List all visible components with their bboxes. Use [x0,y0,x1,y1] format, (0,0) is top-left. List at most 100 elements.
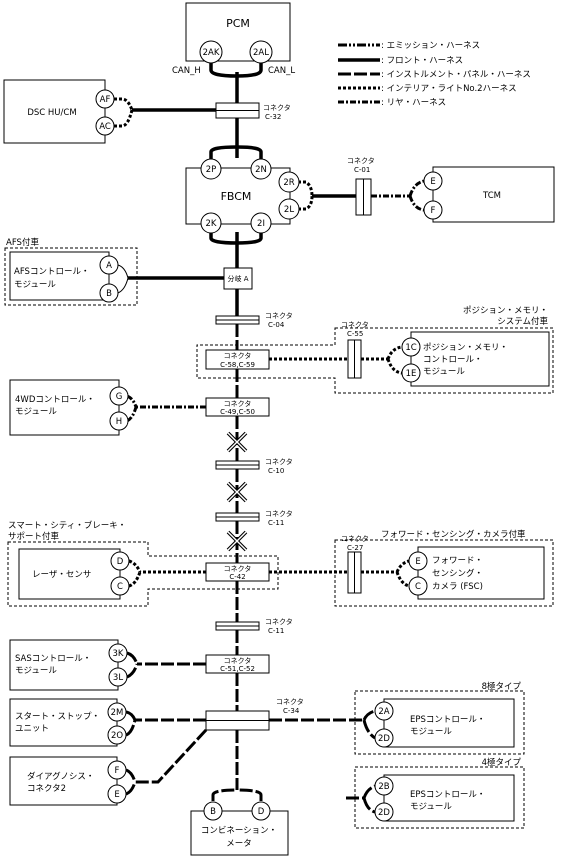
sss-pin-2o-label: 2O [111,731,123,741]
4wd-label-line1: 4WDコントロール・ [15,395,95,405]
connector-c42 [205,562,270,582]
connector-c34-code: C-34 [283,707,300,715]
fbcm-pin-2n [250,158,272,180]
4wd-label-line2: モジュール [15,407,57,417]
fbcm-2p-wire [209,145,238,160]
connector-c51-word: コネクタ [224,656,252,665]
eps8-pin-2d-label: 2D [378,734,390,744]
pcm-pin-2al [249,40,273,64]
eps4-pin-2b [374,776,394,796]
connector-c58-code: C-58,C-59 [220,361,255,369]
connector-c58-word: コネクタ [224,351,252,360]
afs-pin-b [99,283,119,303]
sas-3l-wire [126,663,139,679]
legend-rear-label: : リヤ・ハーネス [381,98,446,108]
sas-pin-3l [108,667,128,687]
legend-instrument-label: : インストルメント・パネル・ハーネス [381,70,531,80]
connector-c10-word: コネクタ [265,457,293,466]
can-h-label: CAN_H [172,66,201,76]
connector-c49-word: コネクタ [224,399,252,408]
afs-a-wire [117,264,129,279]
connector-c11-lower-code: C-11 [268,627,284,635]
connector-c27-word: コネクタ [341,534,369,543]
posmem-pin-1c-label: 1C [405,343,416,353]
eps4-group-outline [354,766,525,829]
eps8-group-outline [354,690,525,755]
posmem-group-label-line2: システム付車 [497,316,548,327]
posmem-label-line2: コントロール・ [423,355,483,365]
connector-c55-code: C-55 [347,330,363,338]
eps8-label-line2: モジュール [410,727,452,737]
meter-pin-d [251,801,271,821]
meter-pin-d-label: D [258,807,265,817]
diag-pin-f-label: F [115,766,120,776]
fsc-c-wire [395,571,410,588]
tcm-f-wire [408,195,425,212]
sss-pin-2o [107,725,127,745]
eps4-box [383,774,515,822]
meter-pin-b [203,801,223,821]
legend-emission-label: : エミッション・ハーネス [381,41,480,51]
connector-c04-word: コネクタ [265,311,293,320]
eps8-2a-wire [362,709,376,721]
sss-2o-wire [125,719,137,737]
eps8-type-label: 8極タイプ [482,681,522,692]
sas-pin-3k-label: 3K [113,649,124,659]
laser-pin-c-label: C [117,582,123,592]
connector-c49-code: C-49,C-50 [220,408,255,416]
fbcm-pin-2n-label: 2N [255,165,267,175]
connector-c01-code: C-01 [354,166,370,174]
fbcm-pin-2k [200,212,222,234]
sss-label-line1: スタート・ストップ・ [15,712,100,722]
connector-c11-upper-code: C-11 [268,519,284,527]
eps4-pin-2b-label: 2B [378,782,389,792]
posmem-label-line1: ポジション・メモリ・ [423,343,508,353]
fsc-pin-c-label: C [415,582,421,592]
dsc-pin-ac [95,116,115,136]
4wd-pin-g [109,386,129,406]
meter-b-wire [211,788,238,801]
afs-pin-a [99,255,119,275]
fsc-pin-c [408,576,428,596]
sss-label-line2: ユニット [15,724,49,734]
diag-pin-f [107,760,127,780]
connector-c42-code: C-42 [229,573,245,581]
connector-c49-c50 [205,397,270,417]
laser-sensor-box [18,548,121,600]
diag-label-line2: コネクタ2 [27,784,66,794]
laser-d-wire [128,559,142,573]
diag-pin-e-label: E [114,790,119,800]
afs-group-outline [4,247,138,306]
fbcm-2r-wire [298,180,314,197]
eps4-label-line2: モジュール [410,802,452,812]
4wd-pin-g-label: G [116,392,123,402]
cut-mark-2 [226,481,248,503]
sas-pin-3l-label: 3L [113,673,123,683]
eps8-pin-2a-label: 2A [378,707,389,717]
branch-a-label: 分岐 A [227,274,248,283]
scbs-group-outline [7,541,279,607]
eps8-2d-wire [362,719,376,740]
tcm-pin-f-label: F [431,206,436,216]
cut-mark-1 [226,431,248,453]
tcm-pin-e [423,171,443,191]
fsc-group-outline [334,539,554,607]
fbcm-pin-2i-label: 2I [257,219,265,229]
afs-pin-b-label: B [106,289,112,299]
diag-box [9,756,118,806]
fbcm-pin-2p-label: 2P [206,165,217,175]
fsc-label-line1: フォワード・ [432,556,483,566]
eps8-pin-2d [374,728,394,748]
pcm-pin-2ak-label: 2AK [203,48,220,58]
4wd-pin-h [109,411,129,431]
laser-pin-d [110,551,130,571]
sas-label-line2: モジュール [15,666,57,676]
cut-mark-3 [226,530,248,552]
connector-c51-c52 [205,654,270,674]
eps8-label-line1: EPSコントロール・ [410,715,485,725]
fbcm-2i-wire [236,232,263,245]
connector-c58-c59 [205,349,270,370]
sas-3k-wire [126,651,139,665]
dsc-label: DSC HU/CM [27,108,76,118]
